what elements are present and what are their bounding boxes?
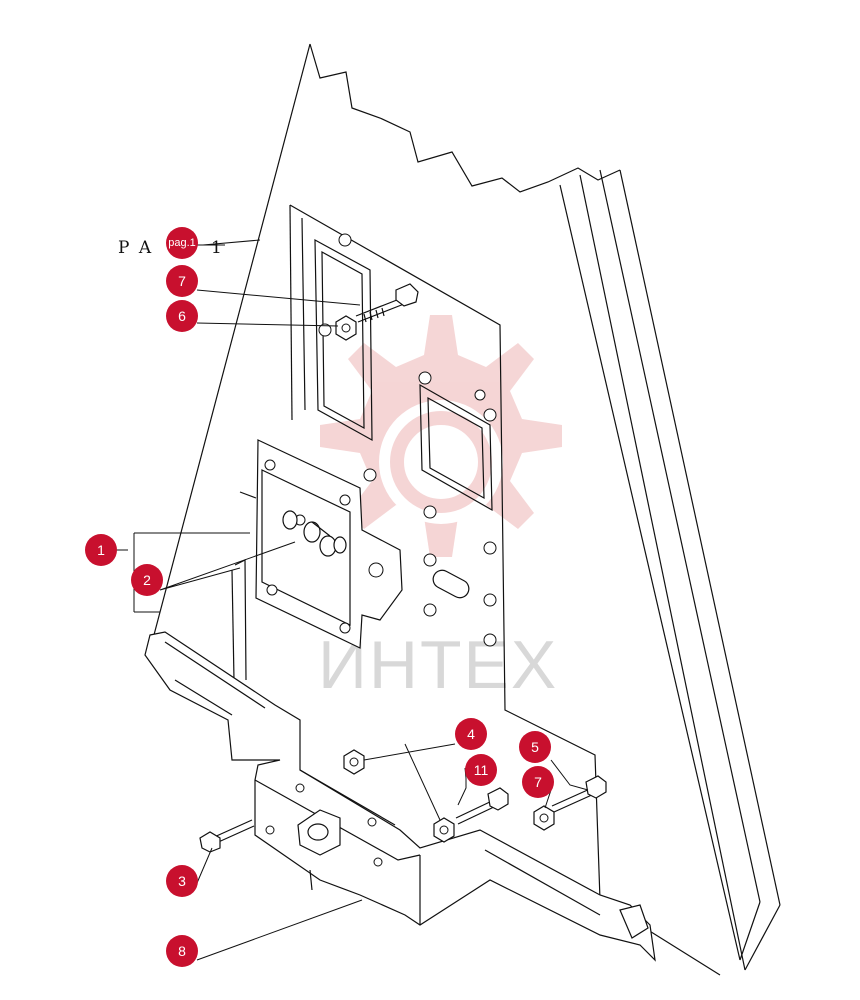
callout-4[interactable]: 4 [455, 718, 487, 750]
panel-holes [318, 233, 497, 647]
leader-lines [115, 239, 589, 961]
svg-text:2: 2 [143, 572, 151, 588]
callout-5[interactable]: 6 [166, 300, 198, 332]
reference-badge[interactable]: pag.1 [166, 227, 198, 259]
svg-text:pag.1: pag.1 [168, 237, 196, 249]
watermark-gear-icon [320, 315, 562, 557]
mounting-bracket [231, 439, 403, 681]
chassis-panel [149, 43, 781, 976]
svg-text:6: 6 [178, 308, 186, 324]
callout-1[interactable]: 1 [85, 534, 117, 566]
callout-2[interactable]: 2 [131, 564, 163, 596]
callout-8[interactable]: 8 [166, 935, 198, 967]
callout-3[interactable]: 3 [166, 865, 198, 897]
lower-bracket [144, 631, 656, 962]
svg-text:4: 4 [467, 726, 475, 742]
callout-7-bottom[interactable]: 7 [522, 766, 554, 798]
callout-7-top[interactable]: 7 [166, 265, 198, 297]
svg-text:11: 11 [474, 762, 489, 778]
top-bolt [355, 283, 419, 323]
svg-text:8: 8 [178, 943, 186, 959]
page-reference: P A 1 [118, 238, 224, 258]
svg-text:1: 1 [97, 542, 105, 558]
callout-6[interactable]: 5 [519, 731, 551, 763]
top-nut [335, 315, 357, 341]
svg-text:5: 5 [531, 739, 539, 755]
svg-text:7: 7 [534, 774, 542, 790]
reference-text: P A [118, 238, 153, 258]
callout-11[interactable]: 11 [465, 754, 497, 786]
svg-text:7: 7 [178, 273, 186, 289]
reference-suffix: 1 [211, 238, 224, 258]
lower-hardware [199, 749, 607, 853]
svg-text:3: 3 [178, 873, 186, 889]
